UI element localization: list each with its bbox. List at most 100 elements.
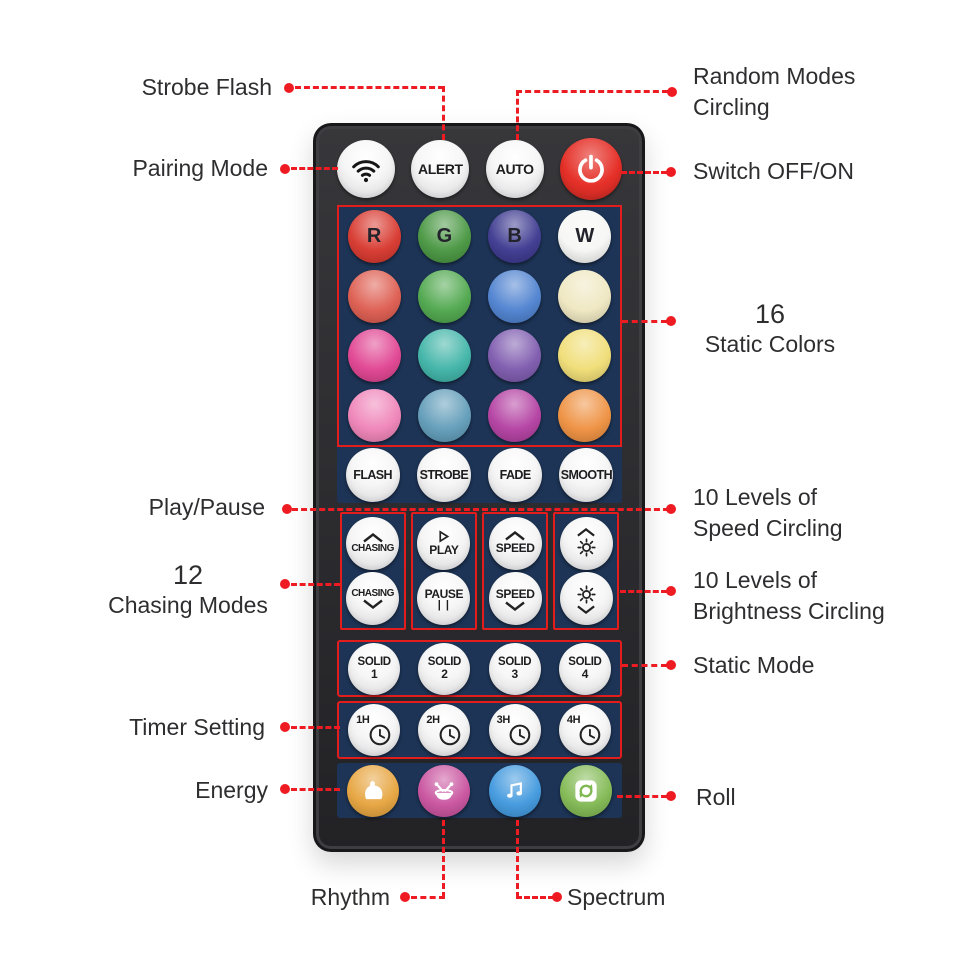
label-spectrum: Spectrum — [567, 884, 666, 910]
wifi-icon — [352, 159, 380, 182]
solid-4-label: SOLID — [568, 656, 602, 668]
label-random-modes: Random Modes Circling — [693, 61, 855, 123]
solid-1-num: 1 — [370, 667, 378, 681]
color-button[interactable] — [417, 329, 471, 383]
speed-down-button[interactable]: SPEED — [488, 572, 542, 626]
annotation-line-roll — [617, 795, 667, 798]
color-button[interactable] — [347, 329, 401, 383]
annotation-line-brightness — [620, 590, 667, 593]
fade-button[interactable]: FADE — [488, 448, 543, 502]
color-button-r[interactable]: R — [347, 210, 401, 264]
timer-4h-button[interactable]: 4H — [558, 704, 611, 756]
color-button[interactable] — [558, 388, 612, 442]
annotation-dot-play-pause — [282, 504, 292, 514]
music-note-icon — [507, 781, 523, 798]
label-chasing-modes: 12 Chasing Modes — [98, 560, 278, 621]
color-button[interactable] — [558, 269, 612, 323]
static-color-grid: R G B W — [337, 205, 622, 447]
color-button[interactable] — [347, 269, 401, 323]
play-pause-column: PLAY PAUSE | | — [410, 512, 477, 630]
play-button-label: PLAY — [429, 542, 459, 557]
label-strobe-flash: Strobe Flash — [141, 74, 272, 100]
color-button[interactable] — [488, 388, 542, 442]
timer-1h-button[interactable]: 1H — [348, 704, 401, 756]
rhythm-button[interactable] — [417, 764, 470, 817]
pause-button[interactable]: PAUSE | | — [417, 572, 471, 626]
annotation-line-auto-v — [516, 90, 519, 140]
color-button-label: B — [507, 225, 522, 248]
label-switch-off-on: Switch OFF/ON — [693, 158, 855, 184]
loop-icon — [575, 779, 597, 802]
annotation-line-strobe-h — [295, 86, 444, 89]
alert-button-label: ALERT — [417, 161, 463, 177]
annotation-dot-timer — [280, 722, 290, 732]
annotation-line-static-colors — [622, 320, 667, 323]
fade-button-label: FADE — [499, 468, 532, 482]
power-button[interactable] — [559, 138, 622, 200]
timer-2h-button[interactable]: 2H — [418, 704, 471, 756]
label-timer-setting: Timer Setting — [129, 714, 265, 740]
annotation-dot-strobe — [284, 83, 294, 93]
annotation-dot-pairing — [280, 164, 290, 174]
strobe-button[interactable]: STROBE — [416, 448, 471, 502]
smooth-button-label: SMOOTH — [560, 468, 613, 482]
label-chasing-modes-text: Chasing Modes — [108, 592, 268, 618]
smooth-button[interactable]: SMOOTH — [559, 448, 614, 502]
pairing-mode-button[interactable] — [337, 140, 395, 198]
solid-1-label: SOLID — [357, 656, 392, 668]
annotation-line-pairing — [291, 167, 338, 170]
label-brightness-levels: 10 Levels of Brightness Circling — [693, 565, 885, 627]
flash-button[interactable]: FLASH — [345, 448, 400, 502]
speed-column: SPEED SPEED — [482, 512, 549, 630]
color-button-w[interactable]: W — [558, 210, 612, 264]
music-mode-row — [337, 763, 622, 818]
label-random-modes-line1: Random Modes — [693, 63, 856, 89]
clock-icon — [439, 724, 461, 745]
sun-icon — [577, 538, 596, 557]
speed-up-button[interactable]: SPEED — [488, 516, 542, 570]
color-button-g[interactable]: G — [417, 210, 471, 264]
label-rhythm: Rhythm — [310, 884, 390, 910]
color-button[interactable] — [488, 329, 542, 383]
color-button[interactable] — [488, 269, 542, 323]
keypad-panel: R G B W FLASH STROBE FADE — [337, 205, 622, 503]
energy-button[interactable] — [346, 764, 399, 817]
pause-icon: | | — [437, 598, 450, 611]
drum-icon — [434, 781, 454, 800]
timer-3h-button[interactable]: 3H — [488, 704, 541, 756]
brightness-up-button[interactable] — [559, 516, 613, 570]
annotation-dot-brightness — [666, 586, 676, 596]
roll-button[interactable] — [560, 764, 613, 817]
chasing-column: CHASING CHASING — [339, 512, 406, 630]
color-button[interactable] — [417, 388, 471, 442]
color-button[interactable] — [417, 269, 471, 323]
spectrum-button[interactable] — [489, 764, 542, 817]
chevron-down-icon — [505, 601, 525, 611]
annotation-line-chasing — [291, 583, 340, 586]
chasing-down-button[interactable]: CHASING — [346, 572, 400, 626]
annotation-dot-random — [667, 87, 677, 97]
label-play-pause: Play/Pause — [148, 494, 265, 520]
annotation-line-rhythm-h — [411, 896, 445, 899]
sun-icon — [577, 585, 596, 604]
annotation-dot-energy — [280, 784, 290, 794]
color-button-b[interactable]: B — [488, 210, 542, 264]
timer-row: 1H 2H 3H 4H — [337, 701, 622, 759]
timer-2h-label: 2H — [426, 714, 440, 726]
chasing-up-label: CHASING — [351, 542, 394, 554]
play-button[interactable]: PLAY — [417, 516, 471, 570]
chasing-up-button[interactable]: CHASING — [346, 516, 400, 570]
label-static-colors: 16 Static Colors — [695, 299, 845, 360]
auto-button[interactable]: AUTO — [485, 140, 544, 198]
color-button[interactable] — [558, 329, 612, 383]
brightness-down-button[interactable] — [559, 572, 613, 626]
power-icon — [578, 154, 604, 183]
alert-button[interactable]: ALERT — [411, 140, 470, 198]
color-button[interactable] — [347, 388, 401, 442]
chevron-up-icon — [505, 531, 525, 541]
